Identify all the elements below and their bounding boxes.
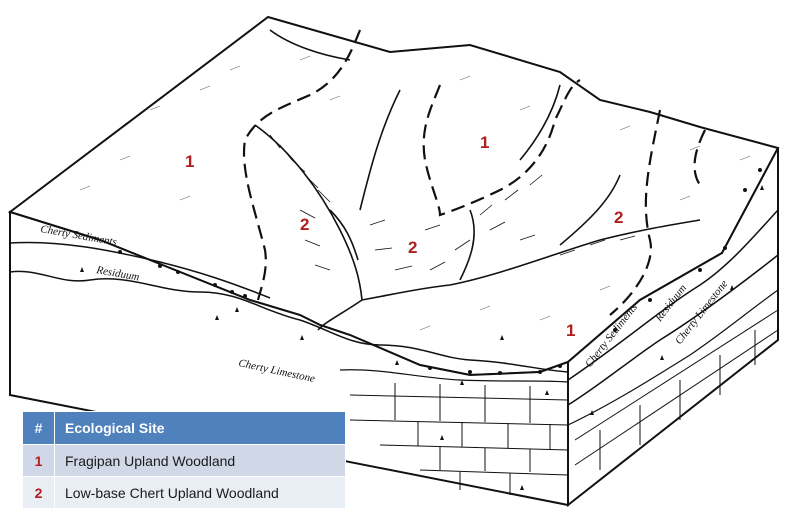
site-label-2-left: 2 <box>300 215 309 234</box>
layer-line-residuum-base <box>9 270 569 373</box>
chert-fragments <box>80 168 764 490</box>
legend-header: # Ecological Site <box>22 411 346 445</box>
right-layer-line-3 <box>567 289 779 426</box>
right-face <box>567 147 779 508</box>
legend-row: 1 Fragipan Upland Woodland <box>22 444 346 477</box>
legend-row-site: Fragipan Upland Woodland <box>54 444 346 477</box>
limestone-bricks <box>349 383 569 495</box>
site-label-2-center: 2 <box>408 238 417 257</box>
right-layer-line-2 <box>567 254 779 406</box>
legend-row-site: Low-base Chert Upland Woodland <box>54 476 346 509</box>
site-label-1-front: 1 <box>566 321 575 340</box>
site-label-1-left: 1 <box>185 152 194 171</box>
stream-channels <box>254 29 701 331</box>
site-label-2-right: 2 <box>614 208 623 227</box>
ecological-site-legend: # Ecological Site 1 Fragipan Upland Wood… <box>22 411 346 509</box>
right-bricks <box>574 309 779 470</box>
layer-line-sediments-base <box>9 241 271 299</box>
right-layer-line-1 <box>567 209 779 381</box>
layer-line-limestone-top <box>339 369 569 383</box>
surface-texture <box>79 55 751 331</box>
slope-hachures <box>269 134 636 271</box>
legend-row-num: 1 <box>22 444 55 477</box>
site-label-1-center: 1 <box>480 133 489 152</box>
legend-row-num: 2 <box>22 476 55 509</box>
site-boundaries <box>243 29 706 316</box>
legend-row: 2 Low-base Chert Upland Woodland <box>22 476 346 509</box>
legend-header-site: Ecological Site <box>54 411 346 445</box>
legend-header-num: # <box>22 411 55 445</box>
